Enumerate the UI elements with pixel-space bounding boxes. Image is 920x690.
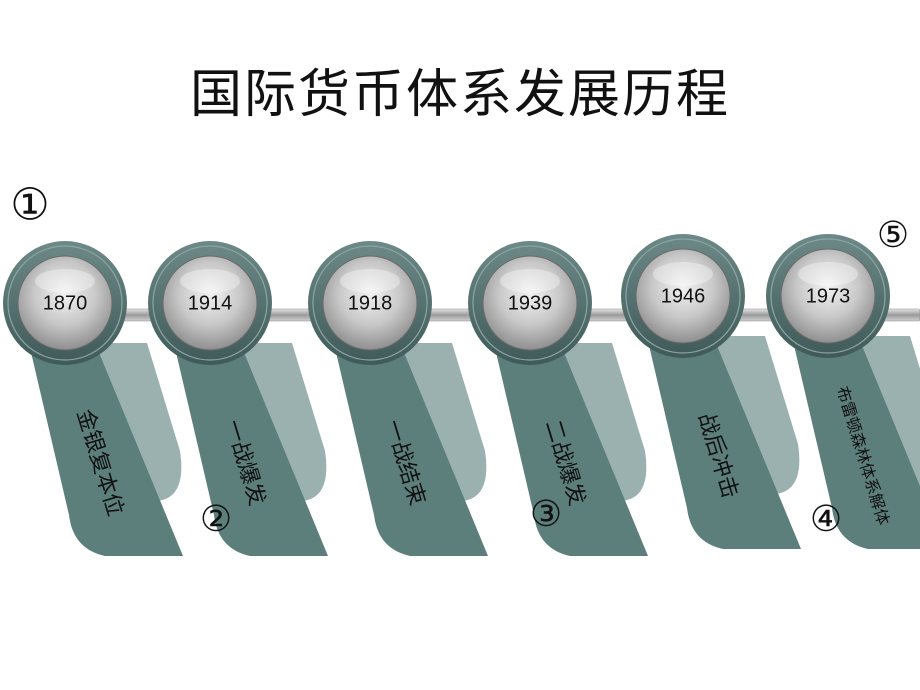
ribbon-front [793, 336, 920, 549]
milestone-knob: 1914 [148, 241, 272, 365]
ribbon-front [648, 336, 801, 549]
milestone-knob: 1870 [3, 241, 127, 365]
milestone-year: 1973 [806, 285, 851, 307]
milestone-knob: 1946 [621, 234, 745, 358]
stage-marker: ① [10, 180, 49, 231]
stage-marker: ⑤ [877, 215, 909, 256]
milestone-knob: 1918 [308, 241, 432, 365]
ribbon-front [30, 343, 183, 556]
milestone-year: 1914 [188, 292, 233, 314]
milestone-knob: 1939 [468, 241, 592, 365]
stage-marker: ④ [810, 499, 842, 540]
ribbon-back [555, 343, 647, 501]
ribbon-front [495, 343, 648, 556]
stage-marker: ③ [530, 494, 562, 535]
milestone-year: 1918 [348, 292, 393, 314]
ribbon-front [175, 343, 328, 556]
milestone-knob: 1973 [766, 234, 890, 358]
milestone-year: 1870 [43, 292, 88, 314]
milestone-year: 1946 [661, 285, 706, 307]
ribbon-back [708, 336, 800, 494]
page-title: 国际货币体系发展历程 [189, 65, 730, 125]
ribbon-back [90, 343, 182, 501]
milestone-year: 1939 [508, 292, 553, 314]
ribbon-front [335, 343, 488, 556]
stage-marker: ② [200, 499, 232, 540]
ribbon-back [395, 343, 487, 501]
ribbon-back [235, 343, 327, 501]
